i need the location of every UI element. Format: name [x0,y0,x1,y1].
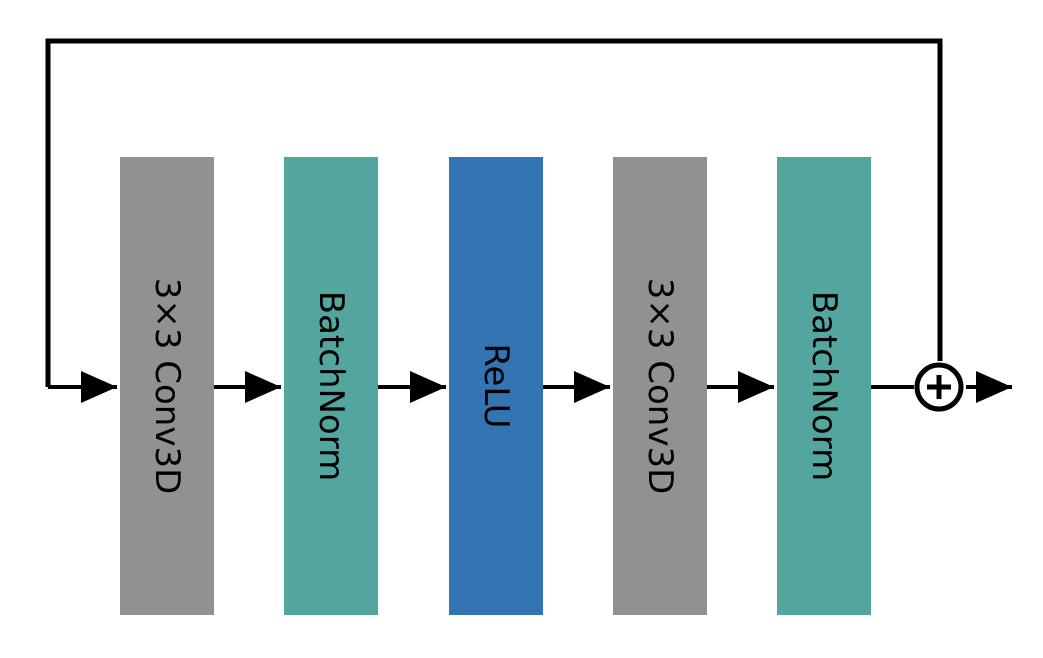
skip-connection-line [45,38,943,387]
block-label: BatchNorm [311,290,351,482]
block-batchnorm-1: BatchNorm [284,157,378,615]
block-relu: ReLU [449,157,543,615]
block-label: 3×3 Conv3D [640,277,680,495]
block-label: 3×3 Conv3D [147,277,187,495]
block-label: ReLU [476,343,516,429]
circled-plus-icon [913,361,965,413]
block-conv3d-1: 3×3 Conv3D [120,157,214,615]
block-batchnorm-2: BatchNorm [777,157,871,615]
block-conv3d-2: 3×3 Conv3D [613,157,707,615]
block-label: BatchNorm [804,290,844,482]
